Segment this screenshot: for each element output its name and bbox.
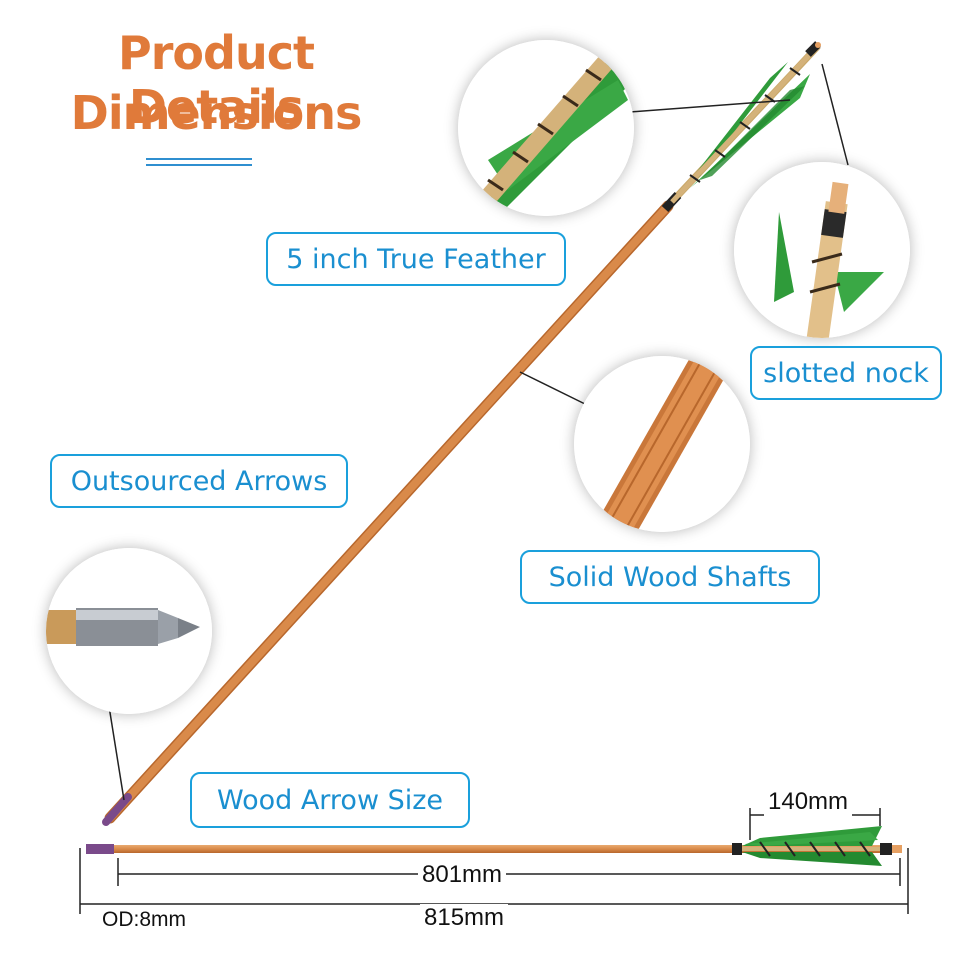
title-underline-top	[146, 158, 252, 160]
feather-connector	[629, 99, 791, 113]
shaft-connector	[519, 371, 586, 405]
title-underline-bottom	[146, 164, 252, 166]
nock-closeup-image	[734, 162, 910, 338]
field-point-closeup-image	[46, 548, 212, 714]
total-length-text: 815mm	[420, 904, 509, 932]
fletch-length-text: 140mm	[764, 788, 853, 816]
horizontal-arrow-tip	[86, 844, 114, 854]
shafts-label: Solid Wood Shafts	[520, 550, 820, 604]
tip-connector	[107, 699, 125, 801]
diagonal-arrow-fletching	[661, 41, 821, 213]
size-label: Wood Arrow Size	[190, 772, 470, 828]
feather-closeup-image	[458, 40, 634, 216]
nock-connector	[821, 63, 849, 166]
title-line-2: Dimensions	[70, 86, 363, 140]
title-line-1: Product Details	[118, 26, 315, 134]
diagonal-arrow	[102, 41, 821, 826]
connector-lines	[107, 63, 849, 801]
shaft-length-text: 801mm	[418, 861, 507, 889]
wood-shaft-closeup-image	[574, 356, 750, 532]
horizontal-arrow	[86, 826, 902, 866]
nock-label: slotted nock	[750, 346, 942, 400]
diagonal-arrow-tip	[102, 793, 132, 826]
feather-label: 5 inch True Feather	[266, 232, 566, 286]
outsourced-label: Outsourced Arrows	[50, 454, 348, 508]
outer-diameter-text: OD:8mm	[102, 908, 186, 931]
